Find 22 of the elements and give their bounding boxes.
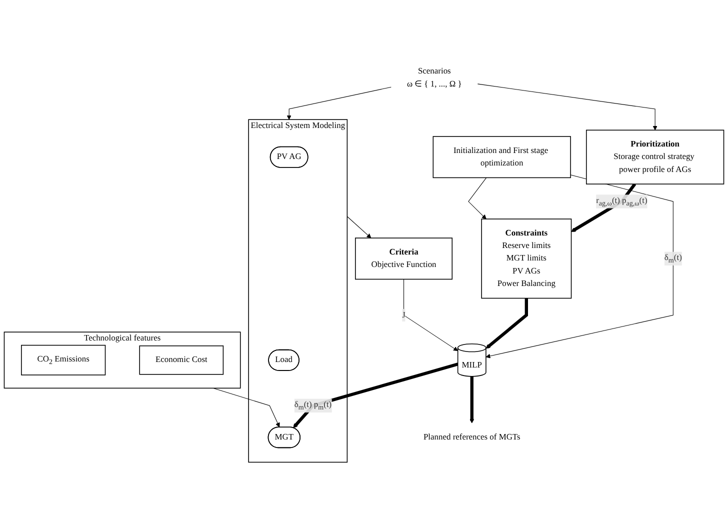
- arrow: [470, 376, 474, 424]
- node-box: Prioritization Storage control strategy power profile of AGs: [586, 130, 724, 184]
- arrow: [212, 388, 280, 428]
- arrow: [486, 298, 528, 348]
- arrow: [346, 216, 372, 238]
- arrow: [404, 278, 458, 351]
- node-box: Criteria Objective Function: [355, 237, 453, 280]
- arrow: [477, 83, 658, 130]
- node-box: Initialization and First stage optimization: [432, 136, 571, 178]
- edge-label: δ$_{m}$(t): [664, 253, 682, 264]
- node-text: Planned references of MGTs: [423, 432, 520, 442]
- node-box: Constraints Reserve limits MGT limits PV AGs Power Balancing: [481, 218, 572, 298]
- arrow: [293, 362, 458, 428]
- arrow: [468, 177, 487, 219]
- node-box: CO$_{2}$ Emissions: [21, 344, 106, 376]
- node-box: Economic Cost: [139, 345, 224, 375]
- arrow: [486, 174, 674, 358]
- edge-label: r$_{ag,ω}$(t) p$_{ag,ω}$(t): [596, 196, 648, 207]
- edge-label: δ$_{m}$(t) p$_{m}$(t): [294, 400, 332, 411]
- node-text: Scenarios ω ∈ { 1, ..., Ω }: [406, 66, 462, 88]
- edge-label: J: [402, 310, 406, 320]
- arrow: [286, 86, 392, 120]
